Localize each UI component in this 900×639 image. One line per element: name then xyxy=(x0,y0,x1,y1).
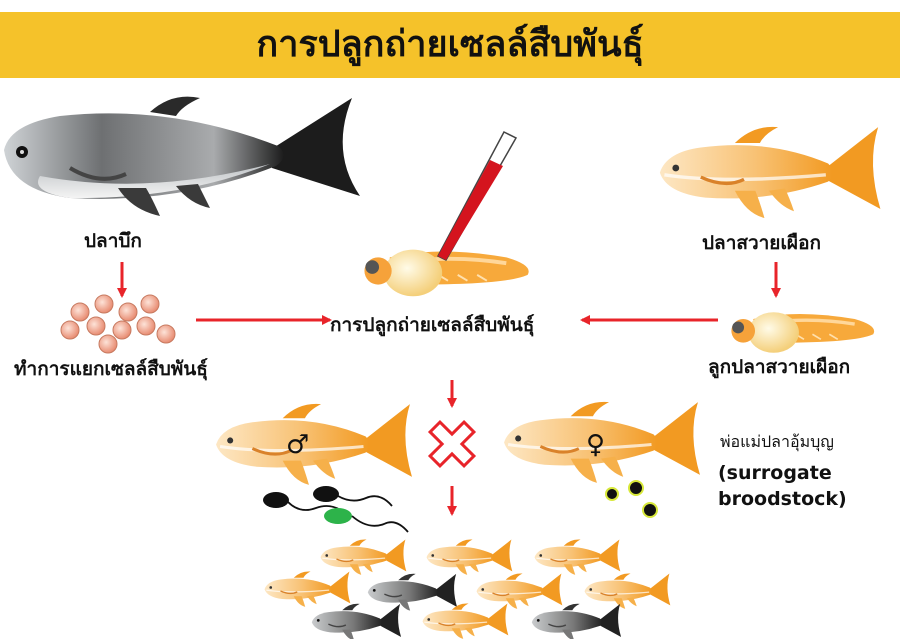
sperm-cells-illustration xyxy=(263,486,409,533)
label-albino-fish: ปลาสวายเผือก xyxy=(702,232,821,254)
label-surrogate-en-line1: (surrogate xyxy=(718,462,832,484)
albino-fish-illustration xyxy=(658,125,883,220)
label-transplant: การปลูกถ่ายเซลล์สืบพันธุ์ xyxy=(330,314,535,336)
cross-mark-icon xyxy=(427,419,477,469)
pipette-icon xyxy=(436,131,518,261)
surrogate-male-fish xyxy=(214,402,414,487)
albino-larva-illustration xyxy=(729,310,876,355)
label-albino-larva: ลูกปลาสวายเผือก xyxy=(708,356,851,378)
male-symbol-icon: ♂ xyxy=(286,430,310,460)
title-banner xyxy=(0,12,900,78)
label-isolate-cells: ทำการแยกเซลล์สืบพันธุ์ xyxy=(14,358,208,380)
offspring-fish-group xyxy=(263,538,672,639)
label-surrogate-th: พ่อแม่ปลาอุ้มบุญ xyxy=(720,432,834,451)
label-surrogate-en-line2: broodstock) xyxy=(718,488,847,510)
label-donor-fish: ปลาบึก xyxy=(84,230,142,252)
page-title: การปลูกถ่ายเซลล์สืบพันธุ์ xyxy=(256,24,644,65)
donor-fish-illustration xyxy=(4,96,360,216)
germ-cells-cluster xyxy=(60,294,176,354)
female-symbol-icon: ♀ xyxy=(586,430,606,460)
egg-cells-illustration xyxy=(605,480,658,518)
